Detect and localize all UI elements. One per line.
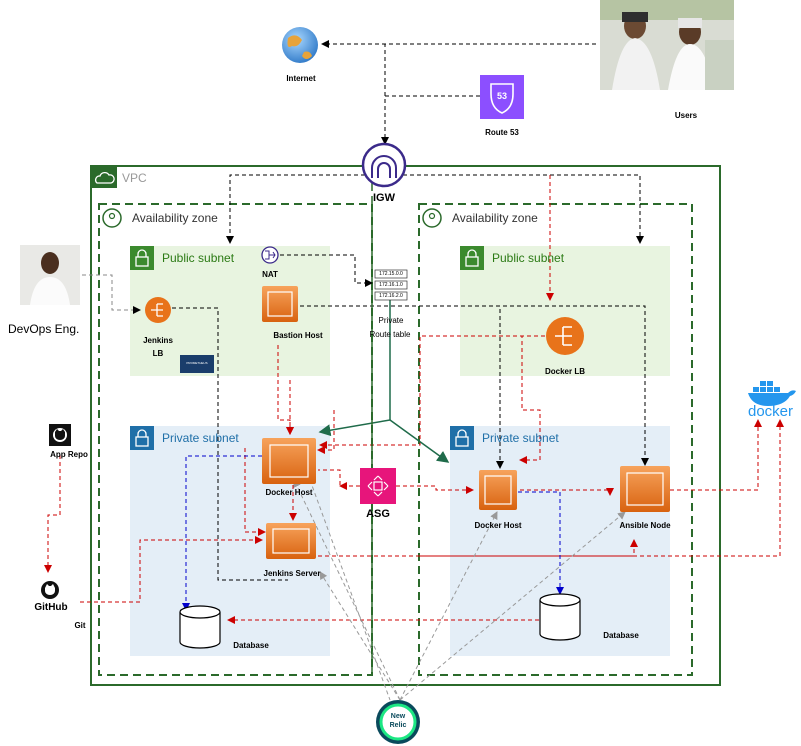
docker-host-right-icon: [479, 470, 517, 510]
route53-badge: 53: [496, 91, 507, 101]
private-subnet-right-label: Private subnet: [482, 431, 559, 445]
app-repo-label: App Repo: [50, 450, 88, 459]
jenkins-lb-label-2: LB: [152, 349, 164, 358]
ansible-node-icon: [620, 466, 670, 512]
docker-wordmark: docker: [748, 403, 794, 420]
devops-engineer-photo: [20, 245, 80, 305]
igw-icon: [361, 142, 407, 188]
new-relic-label-1: New: [390, 713, 406, 720]
small-logo-badge: [180, 355, 214, 373]
public-subnet-right-label: Public subnet: [492, 251, 565, 265]
users-label: Users: [674, 111, 698, 120]
devops-label: DevOps Eng.: [8, 322, 80, 336]
asg-label: ASG: [366, 508, 390, 520]
docker-whale-icon: [748, 381, 796, 406]
database-right-label: Database: [603, 631, 639, 640]
jenkins-lb-icon: [145, 297, 171, 323]
route-table-label-1: Private: [378, 316, 404, 325]
igw-label: IGW: [373, 192, 395, 204]
globe-icon: [282, 27, 318, 63]
route-table-entry-3: 172.16.2.0: [379, 293, 403, 299]
git-label: Git: [74, 621, 86, 630]
small-logo-text: PROMETHEUS: [186, 361, 208, 365]
route-table-entry-2: 172.16.1.0: [379, 282, 403, 288]
asg-icon: [360, 468, 396, 504]
private-subnet-left-label: Private subnet: [162, 431, 239, 445]
users-photo: [600, 0, 734, 90]
vpc-label: VPC: [122, 171, 147, 185]
database-left-label: Database: [233, 641, 269, 650]
az-right-label: Availability zone: [452, 211, 538, 225]
jenkins-lb-label-1: Jenkins: [143, 336, 173, 345]
github-label: GitHub: [34, 602, 68, 613]
public-subnet-left-label: Public subnet: [162, 251, 235, 265]
docker-host-right-label: Docker Host: [474, 521, 522, 530]
jenkins-server-icon: [266, 523, 316, 559]
az-right-boundary: [418, 203, 693, 676]
route-table-label-2: Route table: [369, 330, 411, 339]
database-right-icon: [539, 593, 581, 641]
az-left-boundary: [98, 203, 373, 676]
ansible-node-label: Ansible Node: [619, 521, 671, 530]
docker-host-left-label: Docker Host: [265, 488, 313, 497]
internet-label: Internet: [286, 74, 316, 83]
route-table-entry-1: 172.15.0.0: [379, 271, 403, 277]
new-relic-label-2: Relic: [389, 722, 407, 729]
docker-host-left-icon: [262, 438, 316, 484]
docker-lb-label: Docker LB: [544, 367, 585, 376]
database-left-icon: [179, 605, 221, 649]
route53-label: Route 53: [485, 128, 519, 137]
az-left-label: Availability zone: [132, 211, 218, 225]
nat-label: NAT: [262, 270, 278, 279]
route-table-icon: [374, 269, 408, 301]
public-subnet-right: [460, 246, 670, 376]
docker-lb-icon: [546, 317, 584, 355]
cloud-icon: [95, 171, 115, 184]
bastion-host-label: Bastion Host: [273, 331, 323, 340]
jenkins-server-label: Jenkins Server: [263, 569, 321, 578]
route53-icon: [480, 75, 524, 119]
bastion-host-icon: [262, 286, 298, 322]
